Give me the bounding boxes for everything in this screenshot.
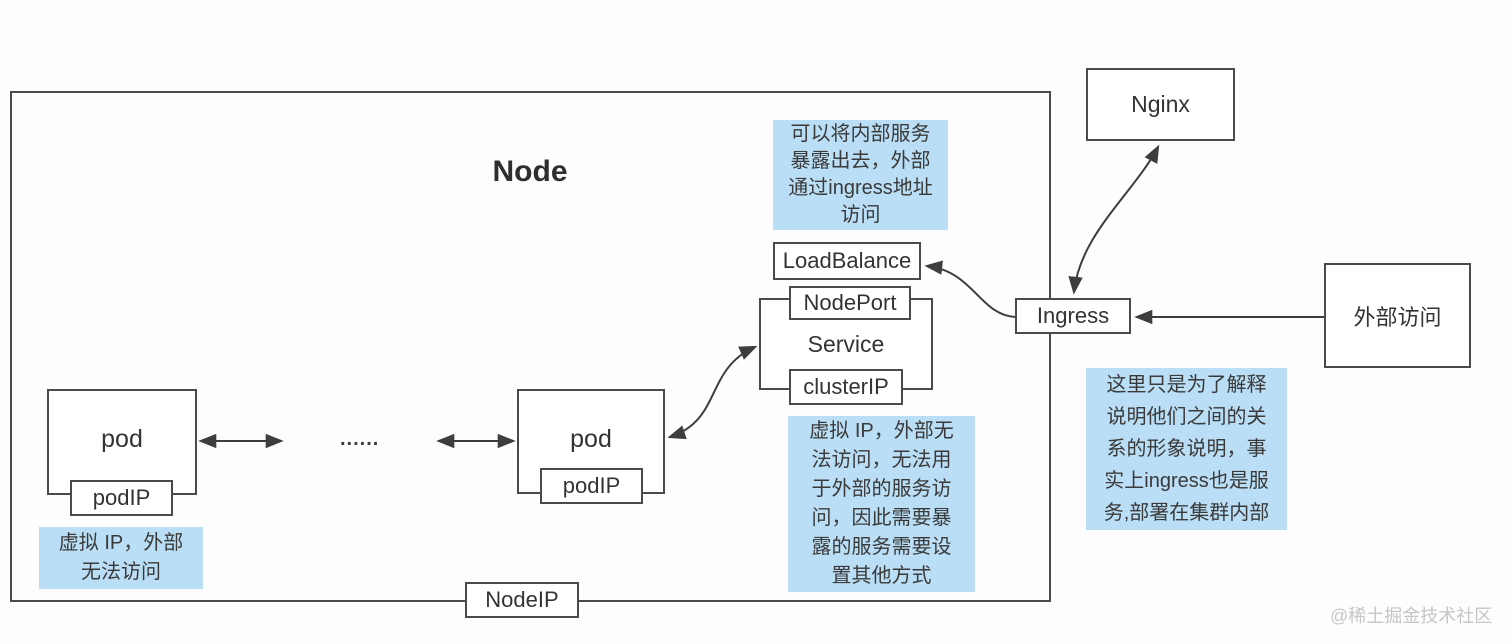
nodeport-box: NodePort [789,286,911,320]
loadbalance-label: LoadBalance [782,248,912,273]
note-pod-ip: 虚拟 IP，外部 无法访问 [39,527,203,589]
note-line: 虚拟 IP，外部无 [809,420,954,442]
note-line: 露的服务需要设 [811,536,952,558]
note-line: 通过ingress地址 [788,177,933,199]
pod-label-2: pod [570,425,612,453]
note-line: 实上ingress也是服 [1104,470,1269,492]
ingress-box: Ingress [1015,298,1131,334]
loadbalance-box: LoadBalance [773,242,921,280]
note-line: 说明他们之间的关 [1106,406,1267,428]
note-line: 务,部署在集群内部 [1103,502,1270,524]
note-line: 虚拟 IP，外部 [58,532,184,554]
podip-label-1: podIP [92,485,151,510]
clusterip-box: clusterIP [789,369,903,405]
nginx-box: Nginx [1086,68,1235,141]
note-line: 系的形象说明，事 [1106,438,1267,460]
watermark: @稀土掘金技术社区 [1330,606,1493,626]
external-access-label: 外部访问 [1353,304,1442,330]
note-line: 置其他方式 [831,565,932,587]
nodeport-label: NodePort [803,290,897,315]
note-line: 暴露出去，外部 [790,150,931,172]
note-line: 可以将内部服务 [790,123,931,145]
podip-label-2: podIP [562,473,621,498]
pod-label-1: pod [101,425,143,453]
pods-ellipsis: ...... [340,428,380,450]
ingress-label: Ingress [1036,303,1110,328]
note-line: 这里只是为了解释 [1106,374,1267,396]
nodeip-label: NodeIP [485,587,559,612]
note-ingress-expose: 可以将内部服务 暴露出去，外部 通过ingress地址 访问 [773,120,948,230]
note-ingress-explain: 这里只是为了解释 说明他们之间的关 系的形象说明，事 实上ingress也是服 … [1086,368,1287,530]
note-line: 访问 [840,204,881,226]
nodeip-box: NodeIP [465,582,579,618]
note-line: 问，因此需要暴 [811,507,952,529]
note-line: 法访问，无法用 [811,449,952,471]
node-title: Node [492,155,568,188]
podip-box-2: podIP [540,468,643,504]
note-line: 无法访问 [81,561,161,583]
arrow-ingress-loadbalance [924,260,1016,318]
nginx-label: Nginx [1131,91,1190,117]
clusterip-label: clusterIP [803,374,889,399]
arrow-pod2-service [667,345,758,440]
note-cluster-ip: 虚拟 IP，外部无 法访问，无法用 于外部的服务访 问，因此需要暴 露的服务需要… [788,416,975,592]
podip-box-1: podIP [70,480,173,516]
service-label: Service [807,330,885,357]
arrow-ingress-nginx [1068,144,1160,295]
external-access-box: 外部访问 [1324,263,1471,368]
note-line: 于外部的服务访 [811,478,952,500]
